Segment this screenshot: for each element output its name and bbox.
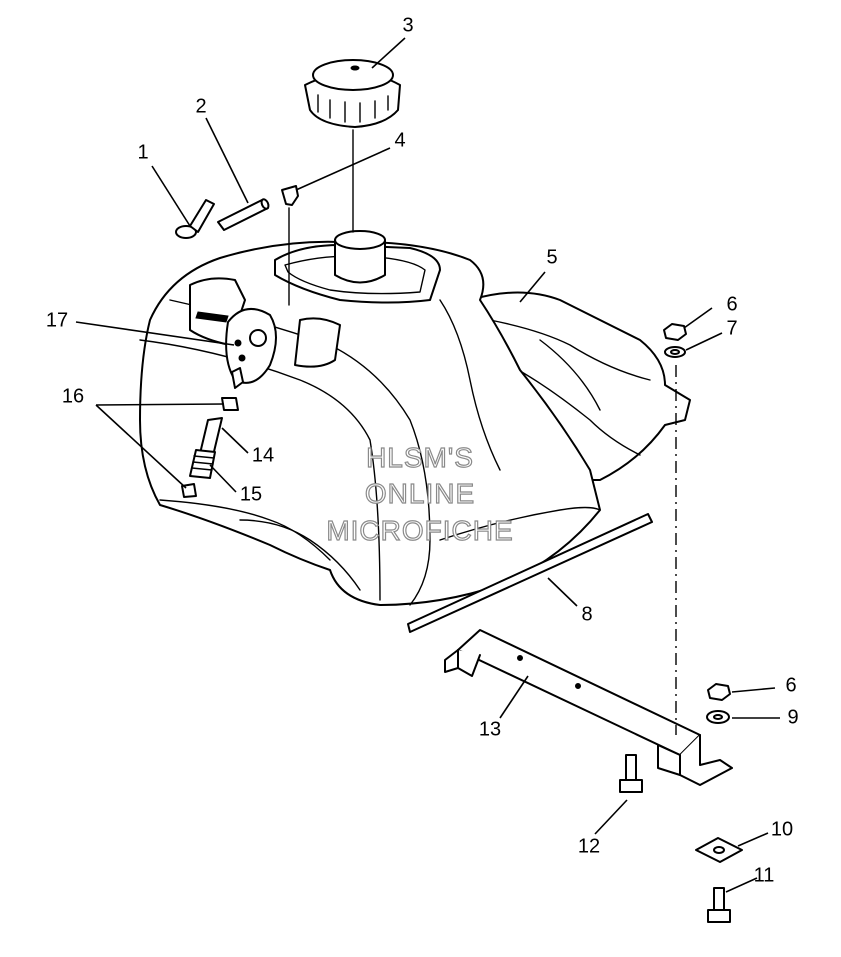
- callout-14: 14: [252, 444, 274, 466]
- callout-6-lower: 6: [785, 674, 796, 696]
- callout-6-upper: 6: [726, 293, 737, 315]
- vent-fitting: [281, 185, 299, 206]
- alignment-lines: [288, 129, 677, 735]
- watermark-line-3: MICROFICHE: [326, 515, 513, 546]
- callout-5: 5: [546, 246, 557, 268]
- callout-4: 4: [394, 129, 405, 151]
- plate-washer: [695, 837, 743, 863]
- callout-labels: 1 2 3 4 5 6 7 8 6 9 10 11 12 13 14 15 16…: [46, 14, 799, 886]
- watermark-line-1: HLSM'S: [366, 442, 474, 473]
- mounting-bracket: [444, 629, 733, 786]
- callout-8: 8: [581, 603, 592, 625]
- callout-3: 3: [402, 14, 413, 36]
- watermark-line-2: ONLINE: [365, 478, 475, 509]
- bracket-bolt: [619, 754, 643, 793]
- callout-16: 16: [62, 385, 84, 407]
- fuel-line-with-spring: [189, 417, 223, 479]
- callout-13: 13: [479, 718, 501, 740]
- watermark: HLSM'S ONLINE MICROFICHE: [326, 441, 514, 546]
- callout-11: 11: [754, 864, 775, 886]
- callout-12: 12: [578, 835, 600, 857]
- hose-clamp: [175, 199, 215, 239]
- tank-pad-strip: [407, 513, 653, 633]
- fuel-cap: [304, 59, 401, 128]
- lower-nut-washer: [706, 683, 731, 724]
- lower-bolt: [707, 887, 731, 923]
- callout-9: 9: [787, 706, 798, 728]
- callout-17: 17: [46, 309, 68, 331]
- line-clips: [181, 397, 239, 498]
- callout-2: 2: [195, 95, 206, 117]
- callout-1: 1: [137, 141, 148, 163]
- leader-lines: [75, 37, 780, 893]
- vent-hose: [217, 198, 270, 231]
- callout-7: 7: [726, 317, 737, 339]
- upper-nut-washer: [663, 323, 687, 358]
- fuel-tank-body: [139, 230, 601, 606]
- callout-15: 15: [240, 483, 262, 505]
- callout-10: 10: [771, 818, 793, 840]
